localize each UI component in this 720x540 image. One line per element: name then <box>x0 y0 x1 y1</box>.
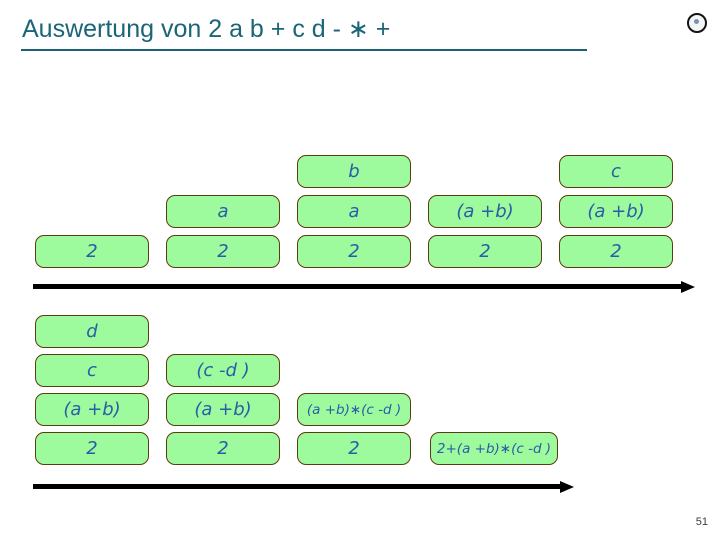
arrow-line <box>33 484 560 489</box>
stack-cell: 2 <box>166 235 280 268</box>
evaluation-arrow-bottom <box>33 480 574 493</box>
stack-cell: (c -d ) <box>166 354 280 387</box>
stack-cell: 2 <box>35 235 149 268</box>
stack-cell: (a +b) <box>166 393 280 426</box>
stack-cell: 2+(a +b)∗(c -d ) <box>430 432 558 465</box>
stack-cell: (a +b)∗(c -d ) <box>297 393 411 426</box>
stack-cell: c <box>35 354 149 387</box>
stack-cell: a <box>166 195 280 228</box>
stack-cell: 2 <box>35 432 149 465</box>
stack-cell: c <box>559 155 673 188</box>
arrow-line <box>33 284 681 289</box>
logo-dot-icon <box>694 19 699 24</box>
evaluation-arrow-top <box>33 280 695 293</box>
stack-cell: (a +b) <box>35 393 149 426</box>
logo-icon <box>687 13 707 33</box>
stack-cell: 2 <box>428 235 542 268</box>
stack-cell: d <box>35 315 149 348</box>
stack-cell: 2 <box>297 432 411 465</box>
arrow-head-icon <box>681 280 695 293</box>
stack-cell: 2 <box>559 235 673 268</box>
title-underline <box>21 49 587 51</box>
stack-cell: (a +b) <box>428 195 542 228</box>
stack-cell: a <box>297 195 411 228</box>
stack-cell: 2 <box>297 235 411 268</box>
slide-title: Auswertung von 2 a b + c d - ∗ + <box>22 15 391 43</box>
page-number: 51 <box>695 516 708 528</box>
arrow-head-icon <box>560 480 574 493</box>
stack-cell: b <box>297 155 411 188</box>
stack-cell: (a +b) <box>559 195 673 228</box>
stack-cell: 2 <box>166 432 280 465</box>
